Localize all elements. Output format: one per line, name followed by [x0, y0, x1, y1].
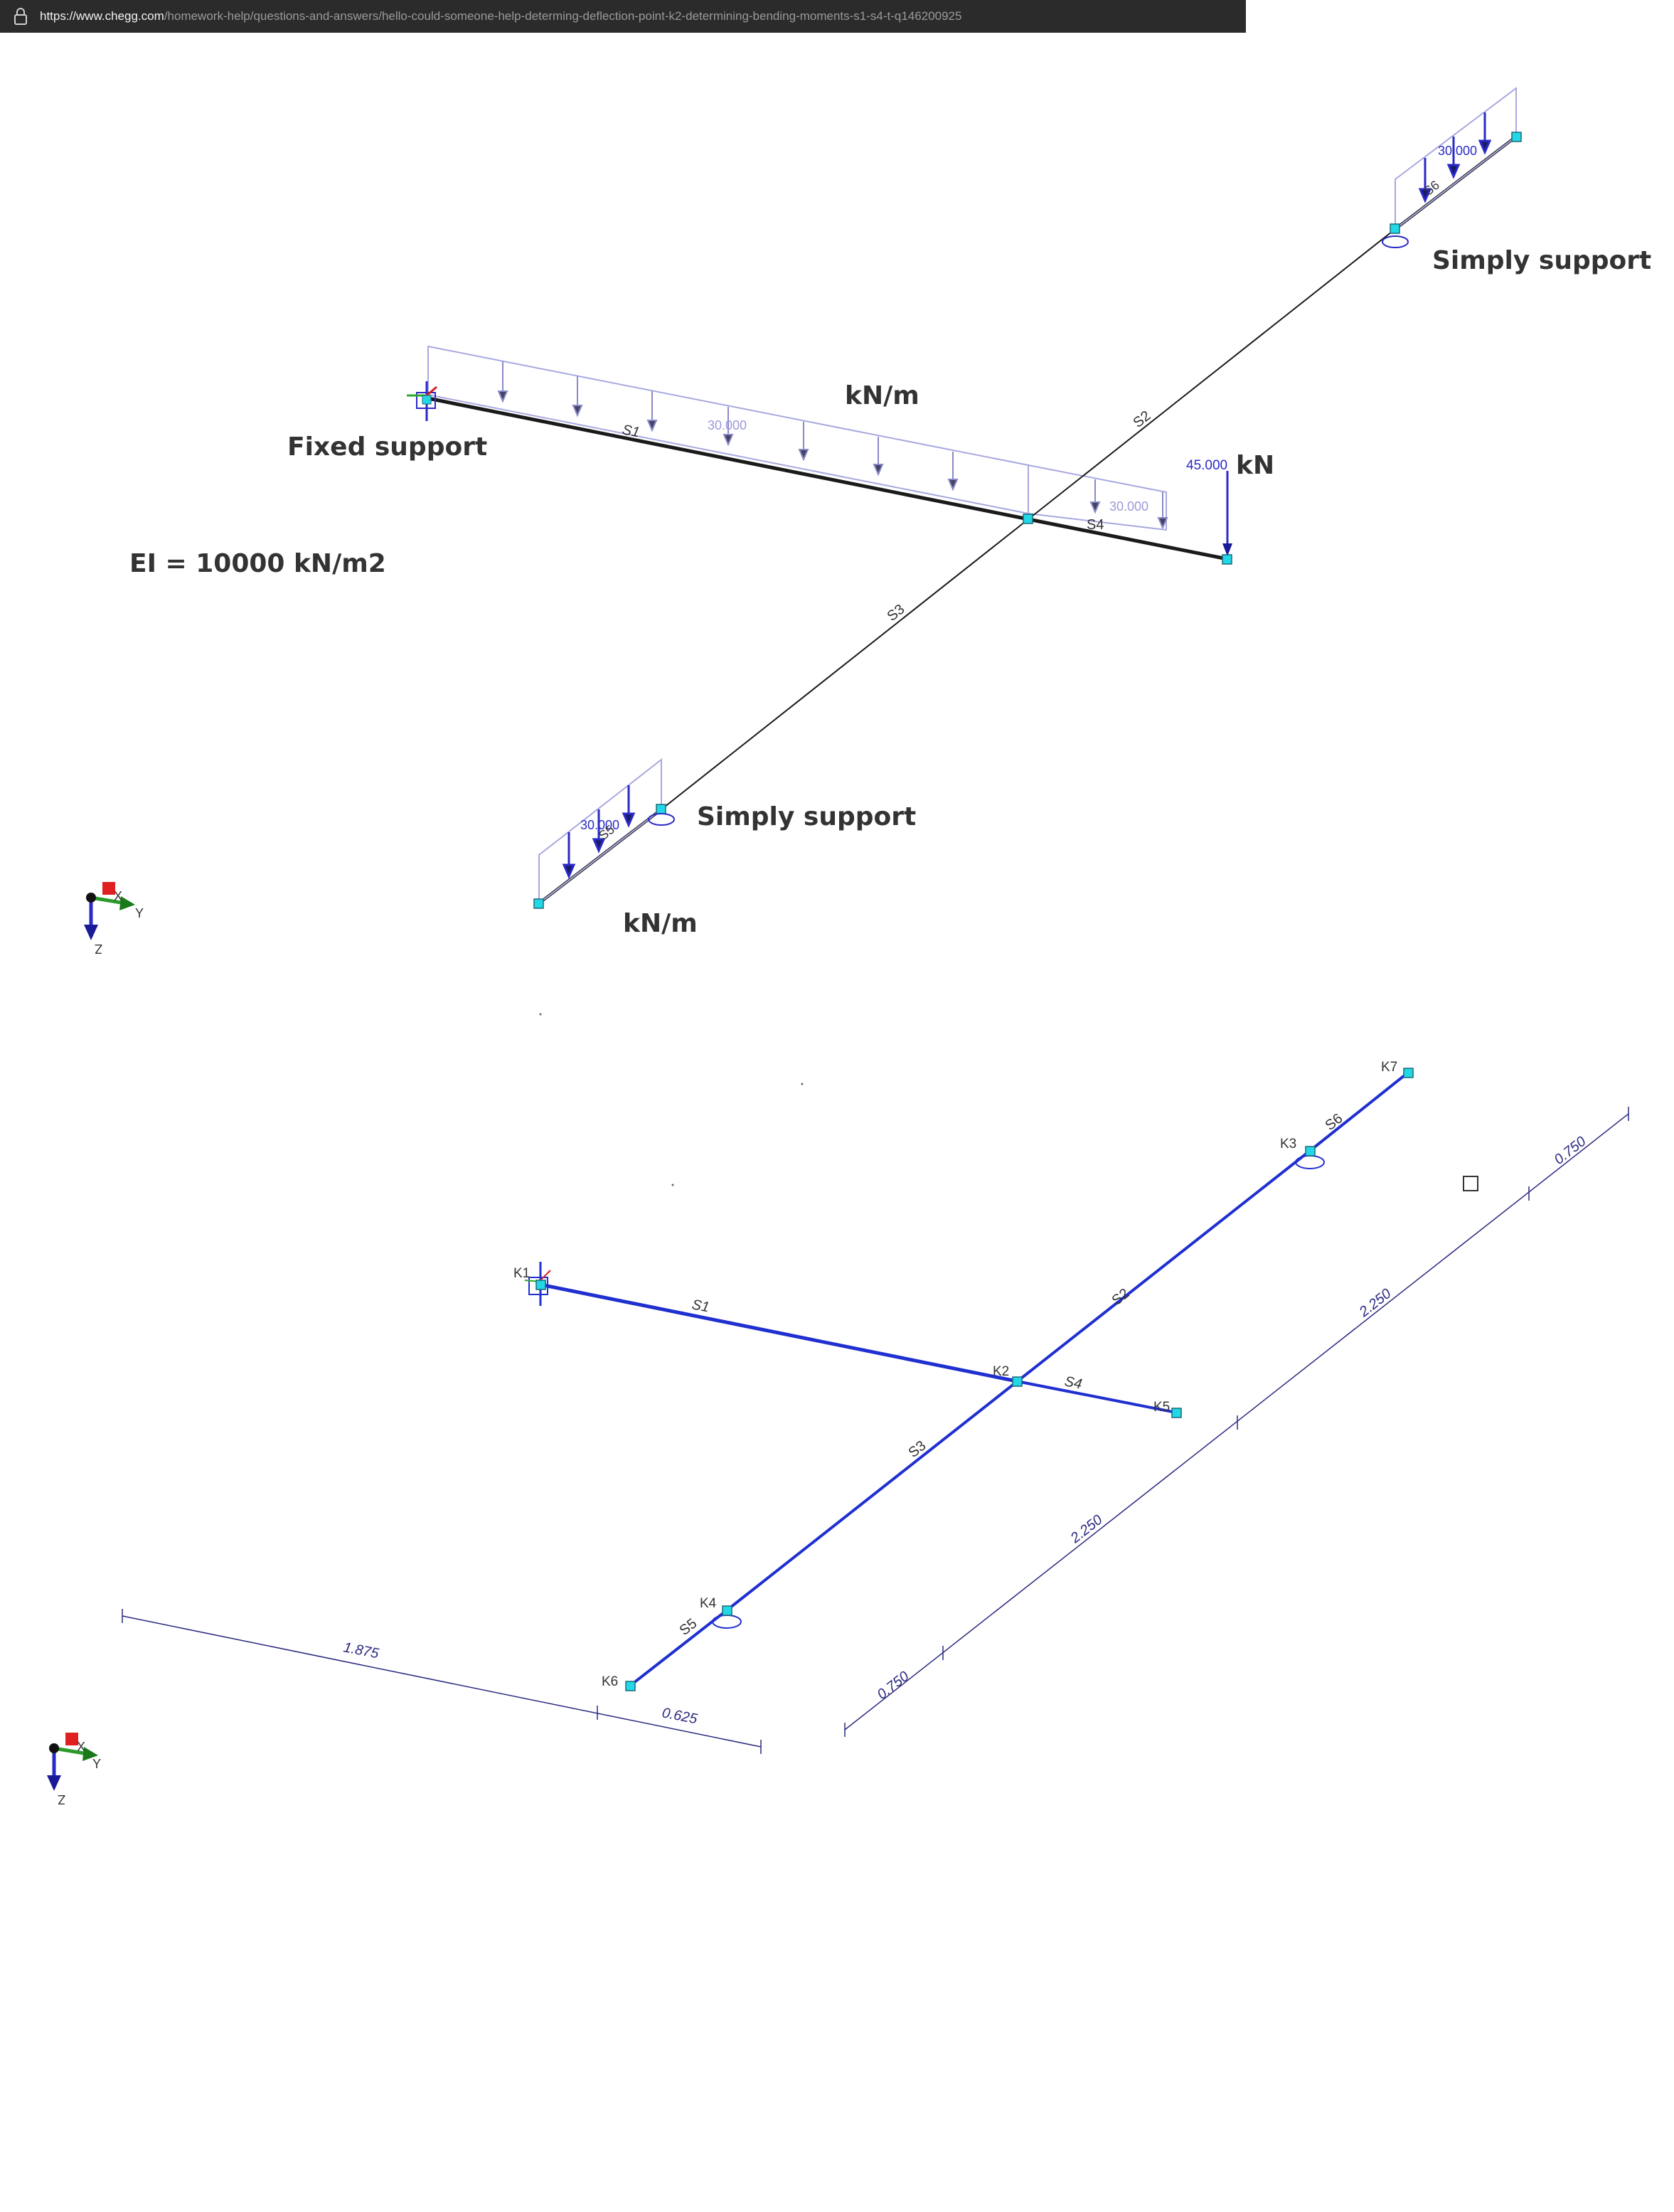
node-label-k3: K3	[1280, 1137, 1296, 1152]
top-label-s1: S1	[621, 422, 641, 440]
url-text[interactable]: https://www.chegg.com/homework-help/ques…	[40, 9, 961, 23]
axis-x-label: X	[114, 889, 122, 903]
s6-load-area	[1395, 86, 1517, 231]
top-label-s3: S3	[885, 602, 908, 624]
beam-s4	[1028, 517, 1228, 561]
annotation-knm-bottom: kN/m	[623, 909, 698, 938]
load-diagram: 30.000 30.000 30.000 30.000 45.000 S1 S2…	[84, 86, 1651, 1186]
annotation-simply-support-left: Simply support	[697, 802, 916, 831]
dimension-lines	[122, 1107, 1629, 1754]
s5-load-value: 30.000	[580, 818, 619, 832]
member-label-s4: S4	[1063, 1373, 1083, 1392]
axis-x-label: X	[77, 1740, 85, 1754]
dim-0625: 0.625	[661, 1705, 699, 1727]
axis-triad-top: X Y Z	[84, 882, 144, 956]
dim-0750-right: 0.750	[1552, 1134, 1589, 1168]
annotation-kn: kN	[1236, 451, 1274, 480]
empty-checkbox[interactable]	[1463, 1176, 1478, 1191]
member-label-s3: S3	[906, 1438, 929, 1461]
address-bar[interactable]: https://www.chegg.com/homework-help/ques…	[0, 0, 1246, 33]
s4-load-arrows	[1089, 479, 1168, 530]
stray-dot	[539, 1013, 542, 1016]
support-k4-top	[648, 813, 675, 826]
url-host: https://www.chegg.com	[40, 9, 164, 23]
annotation-fixed-support: Fixed support	[287, 432, 487, 462]
beam-s2	[1028, 228, 1396, 520]
point-load-arrowhead	[1222, 543, 1232, 556]
node-label-k2: K2	[993, 1364, 1009, 1379]
bottom-nodes	[535, 1068, 1414, 1691]
s1-load-arrows	[497, 361, 959, 491]
member-label-s1: S1	[691, 1297, 710, 1315]
support-k3	[1295, 1155, 1325, 1169]
top-nodes	[533, 132, 1522, 909]
axis-y-label: Y	[92, 1757, 101, 1771]
geometry-diagram: K1 K2 K3 K4 K5 K6 K7 S1 S2 S3 S4 S5 S6 1…	[47, 1060, 1629, 1807]
s4-load-value: 30.000	[1109, 499, 1148, 514]
annotation-ei: EI = 10000 kN/m2	[129, 549, 386, 578]
node-label-k4: K4	[700, 1596, 717, 1611]
beam-s1	[427, 396, 1029, 521]
s4-load-area	[1028, 464, 1167, 531]
stray-dot	[801, 1083, 804, 1085]
node-label-k5: K5	[1153, 1400, 1170, 1415]
support-k3-top	[1382, 235, 1409, 248]
member-s5	[629, 1609, 728, 1687]
beam-s3	[661, 519, 1029, 810]
stray-dot	[671, 1184, 674, 1186]
top-label-s2: S2	[1131, 408, 1154, 431]
s6-load-arrows	[1418, 112, 1492, 203]
node-label-k7: K7	[1381, 1060, 1397, 1075]
member-s1	[540, 1282, 1018, 1383]
axis-z-label: Z	[95, 942, 102, 956]
fixed-support-top	[407, 381, 437, 421]
axis-z-label: Z	[58, 1792, 65, 1807]
lock-icon	[14, 8, 27, 25]
support-k4	[712, 1615, 742, 1629]
point-load-value: 45.000	[1186, 458, 1227, 473]
annotation-knm-top: kN/m	[845, 381, 919, 410]
annotation-simply-support-right: Simply support	[1432, 246, 1651, 275]
node-label-k1: K1	[513, 1266, 530, 1281]
axis-triad-bottom: X Y Z	[47, 1733, 101, 1807]
url-path: /homework-help/questions-and-answers/hel…	[164, 9, 962, 23]
dim-0750-left: 0.750	[875, 1669, 912, 1703]
dimension-values: 1.875 0.625 0.750 2.250 2.250 0.750	[342, 1134, 1589, 1728]
s6-load-value: 30.000	[1438, 144, 1477, 158]
s5-load-arrows	[562, 785, 636, 879]
member-s4	[1016, 1380, 1177, 1414]
s1-load-value: 30.000	[708, 418, 747, 432]
node-label-k6: K6	[602, 1674, 618, 1689]
member-s6	[1308, 1071, 1409, 1152]
axis-y-label: Y	[135, 906, 144, 920]
member-label-s6: S6	[1323, 1111, 1346, 1134]
top-label-s4: S4	[1087, 517, 1104, 533]
dim-1875: 1.875	[342, 1639, 380, 1661]
